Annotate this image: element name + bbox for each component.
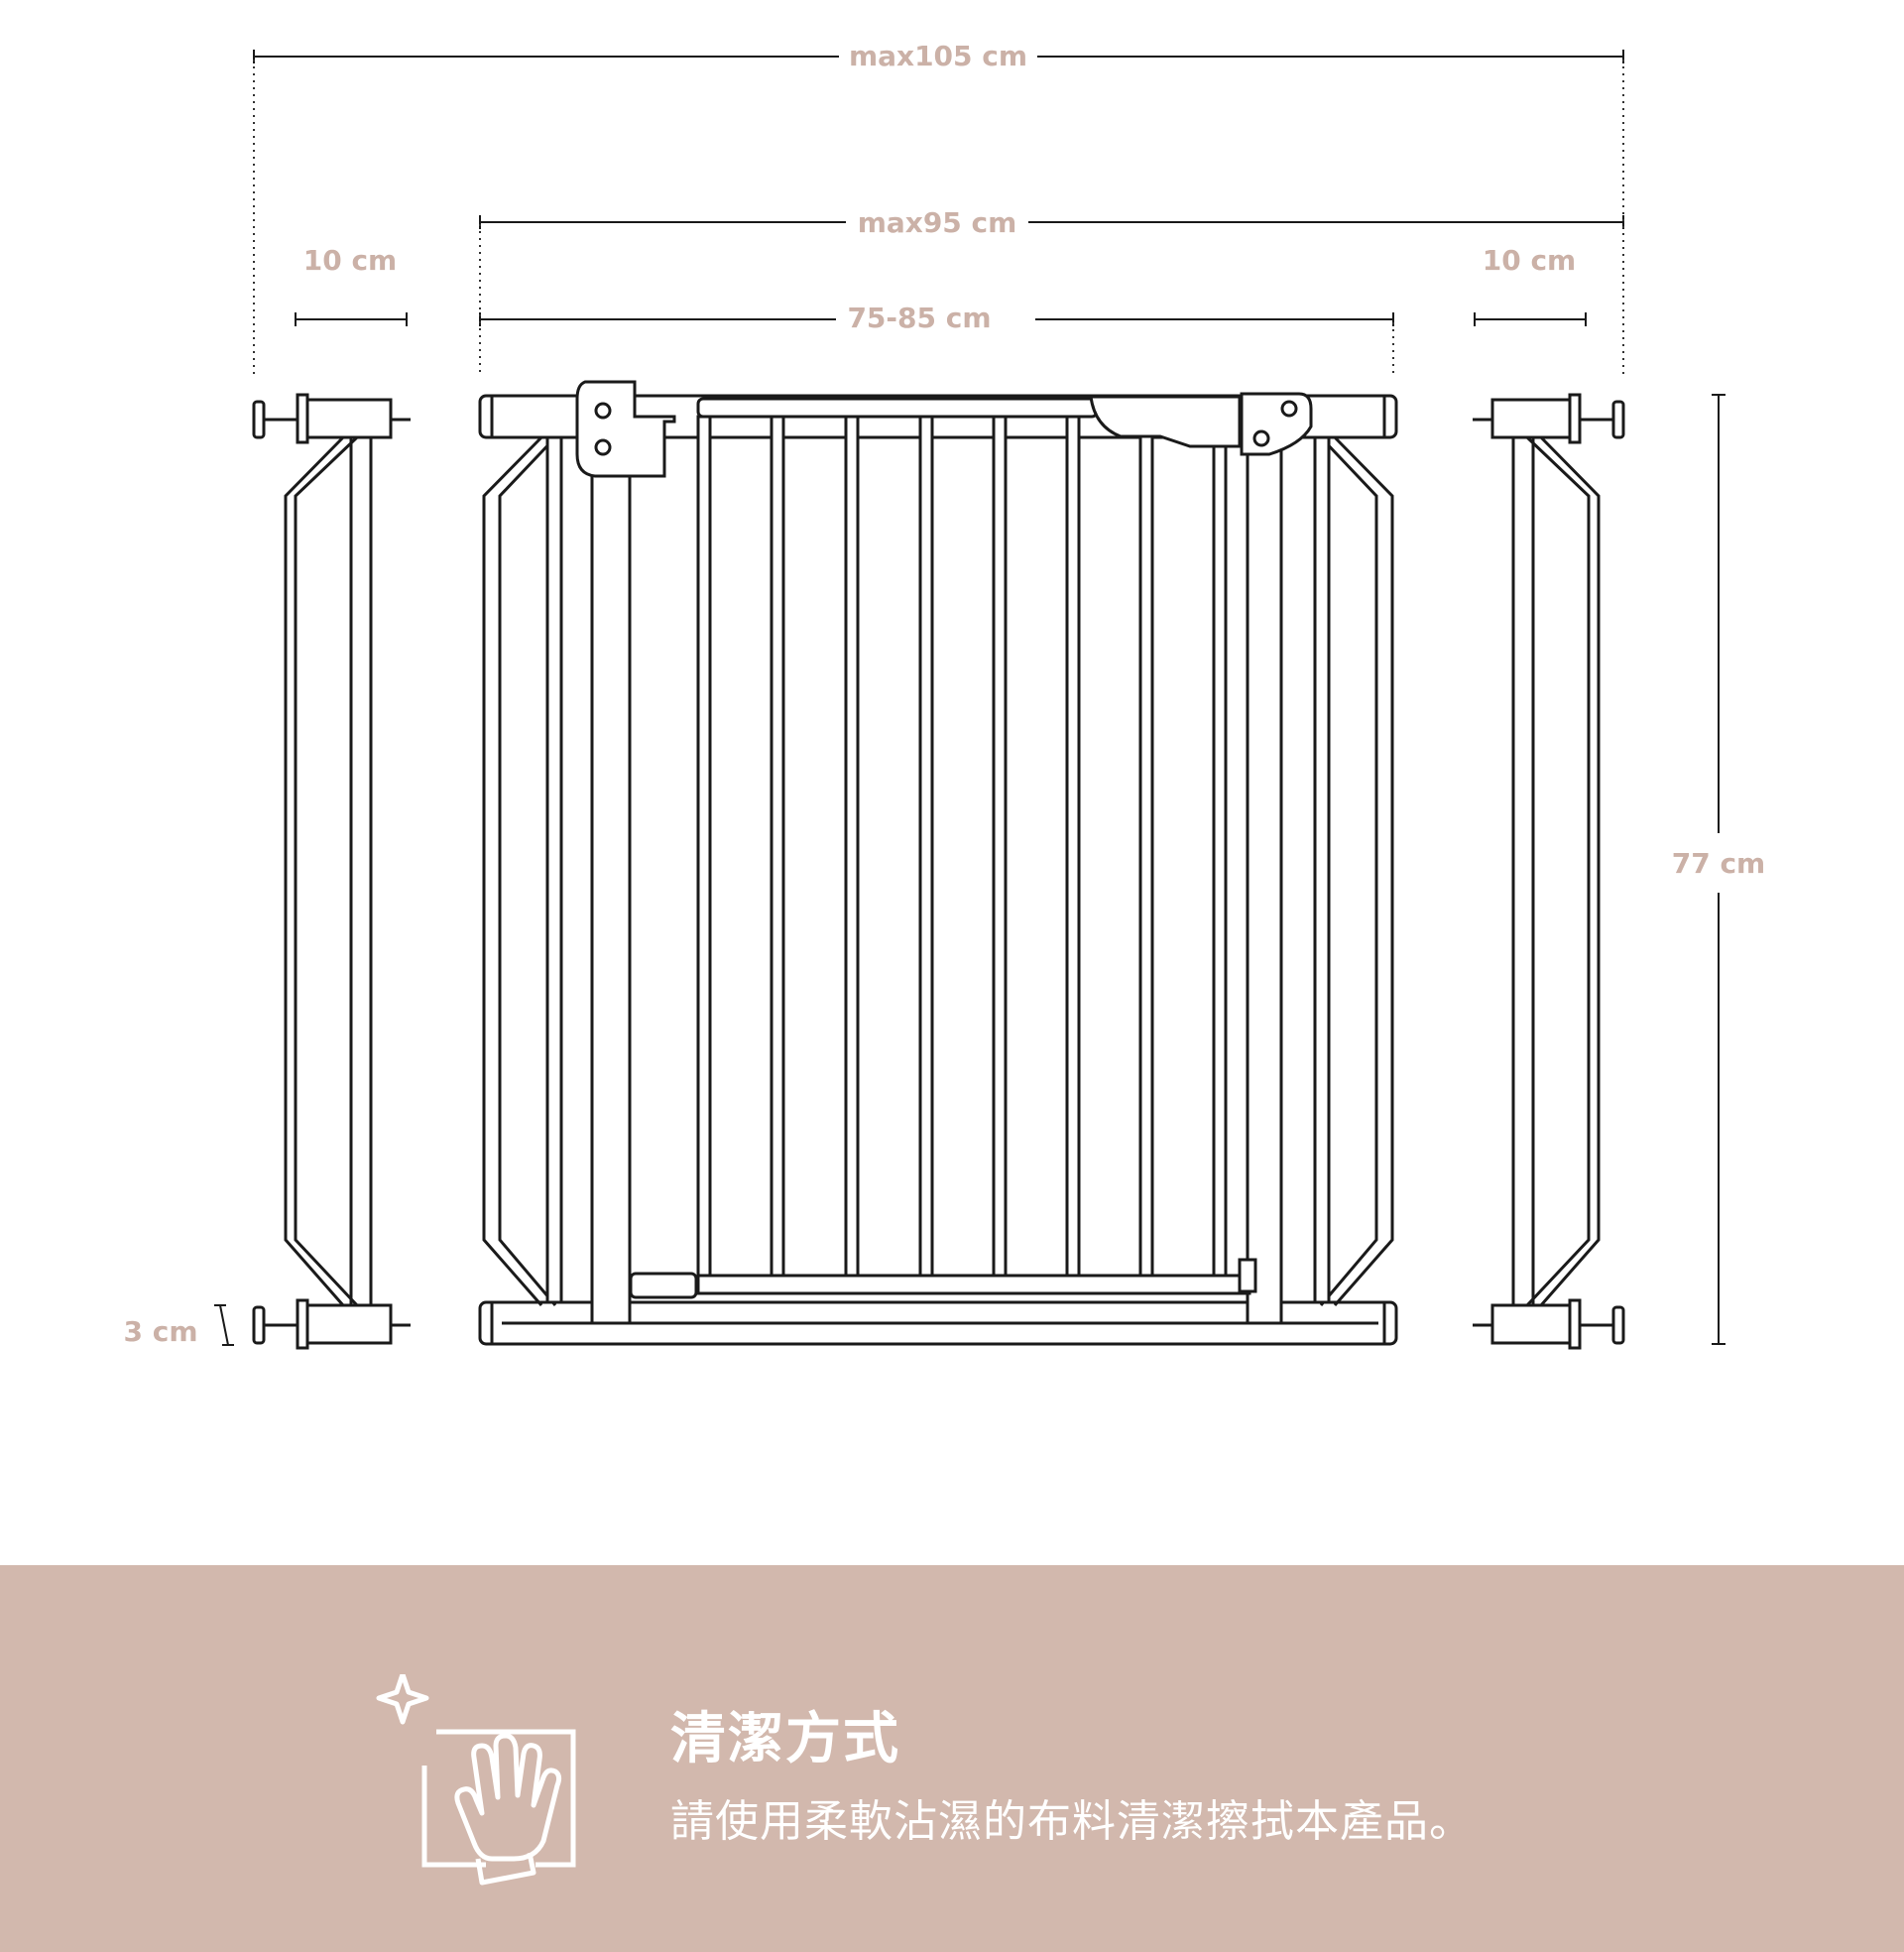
main-gate [478,380,1398,1346]
gate-dimension-diagram: max105 cm max95 cm 75-85 cm 10 cm 10 cm [123,40,1766,1350]
extension-piece-right [1473,393,1625,1350]
label-bottom-gap: 3 cm [123,1315,197,1348]
dimension-total-width: max105 cm [253,40,1624,72]
dimension-extension-right: 10 cm [1474,244,1587,326]
dimension-range-width: 75-85 cm [479,302,1394,334]
dimension-extension-left: 10 cm [295,244,408,326]
dimension-bottom-gap: 3 cm [123,1304,234,1348]
care-title: 清潔方式 [670,1707,900,1771]
care-panel: 清潔方式 請使用柔軟沾濕的布料清潔擦拭本產品。 [0,1565,1904,1952]
label-extension-left: 10 cm [303,244,398,277]
guide-lines [253,60,1624,377]
dimension-height: 77 cm [1672,394,1766,1345]
label-extension-right: 10 cm [1483,244,1577,277]
label-range-width: 75-85 cm [847,302,991,334]
label-total-width: max105 cm [849,40,1027,72]
label-height: 77 cm [1672,847,1766,880]
extension-piece-left [252,393,411,1350]
hand-wipe-icon [376,1674,576,1886]
care-text: 請使用柔軟沾濕的布料清潔擦拭本產品。 [670,1796,1474,1847]
label-max-width: max95 cm [858,206,1017,239]
dimension-max-width: max95 cm [479,206,1624,239]
